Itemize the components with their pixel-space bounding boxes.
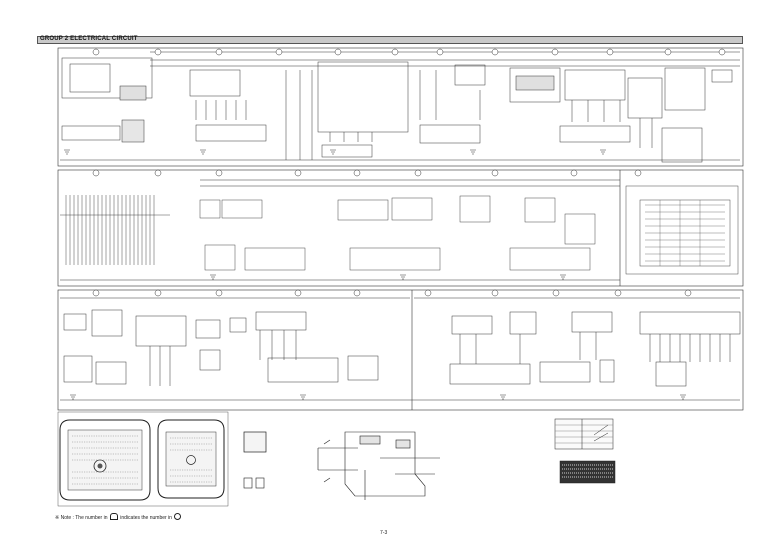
connector-number-icon xyxy=(109,513,118,520)
circled-number-icon xyxy=(174,513,182,520)
page-number: 7-3 xyxy=(380,530,388,536)
group-title: GROUP 2 ELECTRICAL CIRCUIT xyxy=(40,36,138,42)
footnote: ※ Note : The number in indicates the num… xyxy=(55,513,182,521)
connector-panel-left xyxy=(57,411,267,507)
harness-diagram xyxy=(317,431,440,500)
note-symbol: ※ xyxy=(55,515,60,521)
note-prefix: Note : The number in xyxy=(60,515,108,521)
section-frame-top xyxy=(57,47,744,167)
section-frame-lower xyxy=(57,289,744,411)
note-middle: indicates the number in xyxy=(120,515,172,521)
section-frame-middle xyxy=(57,169,744,287)
group-header-bar: GROUP 2 ELECTRICAL CIRCUIT xyxy=(37,36,743,44)
connection-table xyxy=(554,418,616,484)
